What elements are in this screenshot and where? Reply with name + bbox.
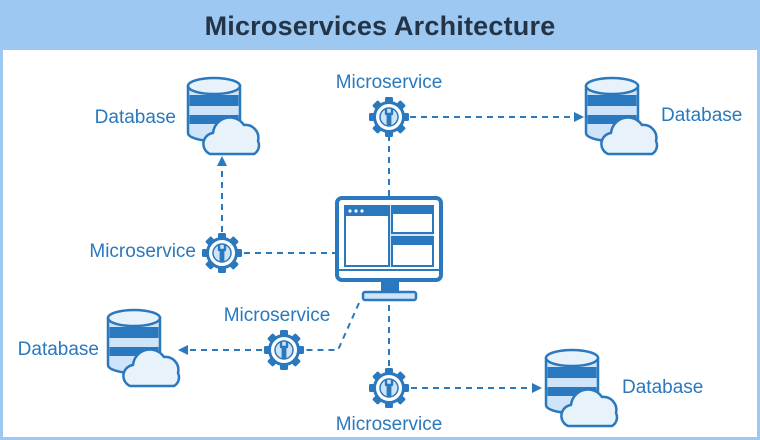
gear-wrench-icon — [262, 328, 306, 372]
label-database-bottom-left: Database — [18, 339, 99, 360]
label-microservice-left: Microservice — [89, 241, 196, 262]
gear-wrench-icon — [367, 366, 411, 410]
label-microservice-lower: Microservice — [224, 305, 331, 326]
label-microservice-top: Microservice — [336, 72, 443, 93]
label-database-top-left: Database — [95, 107, 176, 128]
database-cloud-icon — [186, 76, 261, 156]
label-microservice-bottom: Microservice — [336, 414, 443, 435]
gear-wrench-icon — [367, 95, 411, 139]
database-cloud-icon — [106, 308, 181, 388]
database-cloud-icon — [544, 348, 619, 428]
gear-wrench-icon — [200, 231, 244, 275]
label-database-bottom-right: Database — [622, 377, 703, 398]
database-cloud-icon — [584, 76, 659, 156]
computer-monitor-icon — [335, 196, 443, 302]
title-bar: Microservices Architecture — [3, 3, 757, 50]
connector-lines — [178, 112, 584, 393]
diagram-title: Microservices Architecture — [204, 11, 556, 41]
label-database-top-right: Database — [661, 105, 742, 126]
